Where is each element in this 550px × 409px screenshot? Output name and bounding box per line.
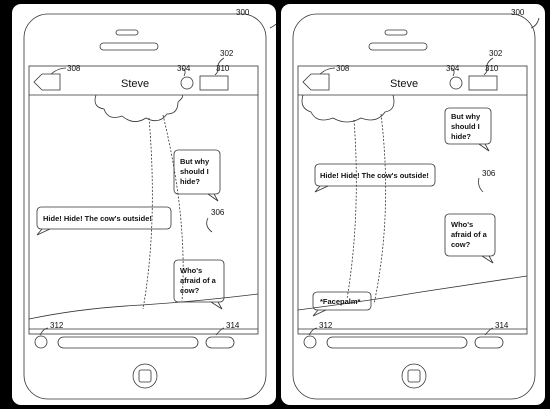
message-bubble-received-1[interactable] (444, 107, 492, 145)
device-screen (297, 65, 528, 335)
leader-308 (50, 67, 67, 75)
earpiece-speaker (384, 29, 408, 36)
bubble-tail (481, 255, 494, 264)
ref-304: 304 (446, 64, 460, 73)
thought-cloud (301, 94, 395, 123)
message-line: Who's (180, 266, 202, 275)
message-line: Who's (451, 220, 473, 229)
speaker-grille (99, 42, 159, 51)
message-bubble-sent-2[interactable] (312, 291, 372, 311)
leader-306 (206, 217, 213, 233)
bubble-tail (210, 301, 223, 310)
bubble-tail (312, 309, 327, 317)
message-line: should I (180, 167, 209, 176)
leader-300 (269, 23, 276, 29)
leader-310 (214, 67, 219, 76)
leader-304 (181, 67, 186, 77)
message-line: Hide! Hide! The cow's outside! (320, 171, 429, 180)
ref-308: 308 (67, 64, 81, 73)
back-button[interactable] (33, 73, 61, 91)
leader-306 (478, 177, 484, 193)
ref-310: 310 (485, 64, 499, 73)
message-bubble-received-2[interactable] (444, 213, 496, 257)
message-line: afraid of a (180, 276, 217, 285)
figure-1-drawing: 300 302 308 304 310 Steve 306 312 314 Bu… (23, 8, 276, 400)
ref-302: 302 (489, 49, 503, 58)
device-body (23, 13, 267, 400)
home-button[interactable] (401, 363, 427, 389)
header-action-button[interactable] (468, 75, 498, 91)
message-line: hide? (451, 132, 471, 141)
lead-line-right (162, 114, 184, 302)
device-screen (28, 65, 259, 335)
header-contact-name: Steve (121, 78, 149, 90)
message-input[interactable] (57, 336, 199, 349)
device-body (292, 13, 536, 400)
ref-300: 300 (236, 8, 250, 17)
speaker-grille (368, 42, 428, 51)
thought-cloud (94, 94, 183, 122)
send-button[interactable] (205, 336, 235, 349)
ref-306: 306 (482, 169, 496, 178)
message-bubble-sent-1[interactable] (314, 163, 436, 187)
message-line: afraid of a (451, 230, 488, 239)
patent-figure-1: 300 302 308 304 310 Steve 306 312 314 Bu… (12, 4, 276, 405)
send-button[interactable] (474, 336, 504, 349)
message-line: Hide! Hide! The cow's outside! (43, 214, 152, 223)
message-line: But why (451, 112, 481, 121)
header-contact-name: Steve (390, 78, 418, 90)
lead-line-left (346, 119, 357, 300)
horizon-line (297, 275, 528, 311)
message-line: cow? (451, 240, 471, 249)
home-button-square (138, 369, 152, 383)
ref-312: 312 (50, 321, 64, 330)
ref-310: 310 (216, 64, 230, 73)
message-line: hide? (180, 177, 200, 186)
ref-308: 308 (336, 64, 350, 73)
leader-308 (319, 67, 336, 75)
bubble-tail (314, 185, 329, 193)
leader-304 (450, 67, 455, 77)
message-input[interactable] (326, 336, 468, 349)
figure-2-drawing: 300 302 308 304 310 Steve 306 312 314 Bu… (292, 8, 540, 400)
leader-312 (39, 327, 49, 336)
ref-314: 314 (495, 321, 509, 330)
ref-302: 302 (220, 49, 234, 58)
leader-312 (308, 327, 318, 336)
leader-314 (484, 327, 494, 336)
leader-310 (483, 67, 488, 76)
back-button[interactable] (302, 73, 330, 91)
contact-avatar-icon (449, 76, 463, 90)
contact-avatar-icon (180, 76, 194, 90)
message-bubble-received-2[interactable] (173, 259, 225, 303)
lead-line-left (142, 117, 153, 310)
message-bubble-sent-1[interactable] (36, 206, 172, 230)
camera-button-icon[interactable] (303, 335, 317, 349)
message-bubble-received-1[interactable] (173, 149, 221, 195)
bubble-tail (207, 193, 219, 202)
message-line: *Facepalm* (320, 297, 361, 306)
message-line: should I (451, 122, 480, 131)
ref-306: 306 (211, 208, 225, 217)
bubble-tail (36, 228, 51, 236)
ref-300: 300 (511, 8, 525, 17)
lead-line-right (373, 113, 387, 305)
earpiece-speaker (115, 29, 139, 36)
message-line: cow? (180, 286, 200, 295)
home-button-square (407, 369, 421, 383)
message-line: But why (180, 157, 210, 166)
ref-312: 312 (319, 321, 333, 330)
leader-314 (215, 327, 225, 336)
leader-300 (530, 17, 540, 29)
bubble-tail (478, 143, 490, 152)
ref-304: 304 (177, 64, 191, 73)
home-button[interactable] (132, 363, 158, 389)
camera-button-icon[interactable] (34, 335, 48, 349)
header-action-button[interactable] (199, 75, 229, 91)
patent-figure-2: 300 302 308 304 310 Steve 306 312 314 Bu… (281, 4, 545, 405)
ref-314: 314 (226, 321, 240, 330)
